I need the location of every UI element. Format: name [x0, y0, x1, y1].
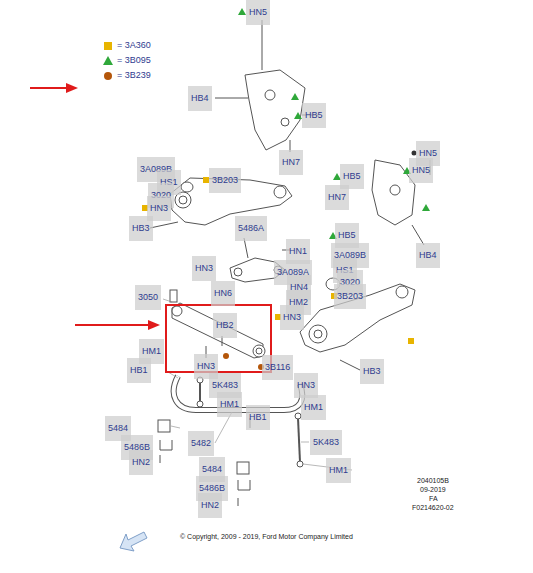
callout-number: HB2: [213, 313, 237, 338]
callout-number: 3050: [135, 285, 161, 310]
callout-number: HN3: [280, 305, 304, 330]
callout-number: 3B116: [262, 355, 293, 380]
callout-number: HB3: [129, 216, 153, 241]
note-text: 2040105B: [417, 477, 449, 485]
callout-number: HN3: [192, 256, 216, 281]
callout-number: HN6: [211, 281, 235, 306]
callout-number: 5486A: [235, 216, 267, 241]
callout-number: HB5: [302, 103, 326, 128]
callout-number: HB4: [416, 243, 440, 268]
callout-number: HB4: [188, 86, 212, 111]
callout-number: HN2: [129, 450, 153, 475]
callout-number: 5K483: [310, 430, 342, 455]
legend-text: = 3B239: [117, 70, 151, 81]
note-text: F0214620-02: [412, 504, 454, 512]
legend-swatch: [103, 56, 113, 66]
callout-number: 5482: [188, 431, 214, 456]
callout-number: HB1: [127, 358, 151, 383]
callout-number: HN5: [409, 158, 433, 183]
callout-number: HN7: [279, 150, 303, 175]
note-text: © Copyright, 2009 - 2019, Ford Motor Com…: [180, 533, 353, 541]
callout-number: HN5: [246, 0, 270, 25]
legend-swatch: [103, 71, 113, 81]
callout-number: HB1: [246, 405, 270, 430]
callout-number: HM1: [326, 458, 351, 483]
callout-number: 3B203: [209, 168, 241, 193]
legend-swatch: [103, 41, 113, 51]
callout-number: HM1: [301, 395, 326, 420]
callout-number: 3B203: [334, 284, 366, 309]
callout-number: HN2: [198, 493, 222, 518]
legend-text: = 3B095: [117, 55, 151, 66]
callout-number: HM1: [217, 392, 242, 417]
callout-number: HN7: [325, 185, 349, 210]
legend-text: = 3A360: [117, 40, 151, 51]
note-text: 09-2019: [420, 486, 446, 494]
callout-number: HB3: [360, 359, 384, 384]
note-text: FA: [429, 495, 438, 503]
